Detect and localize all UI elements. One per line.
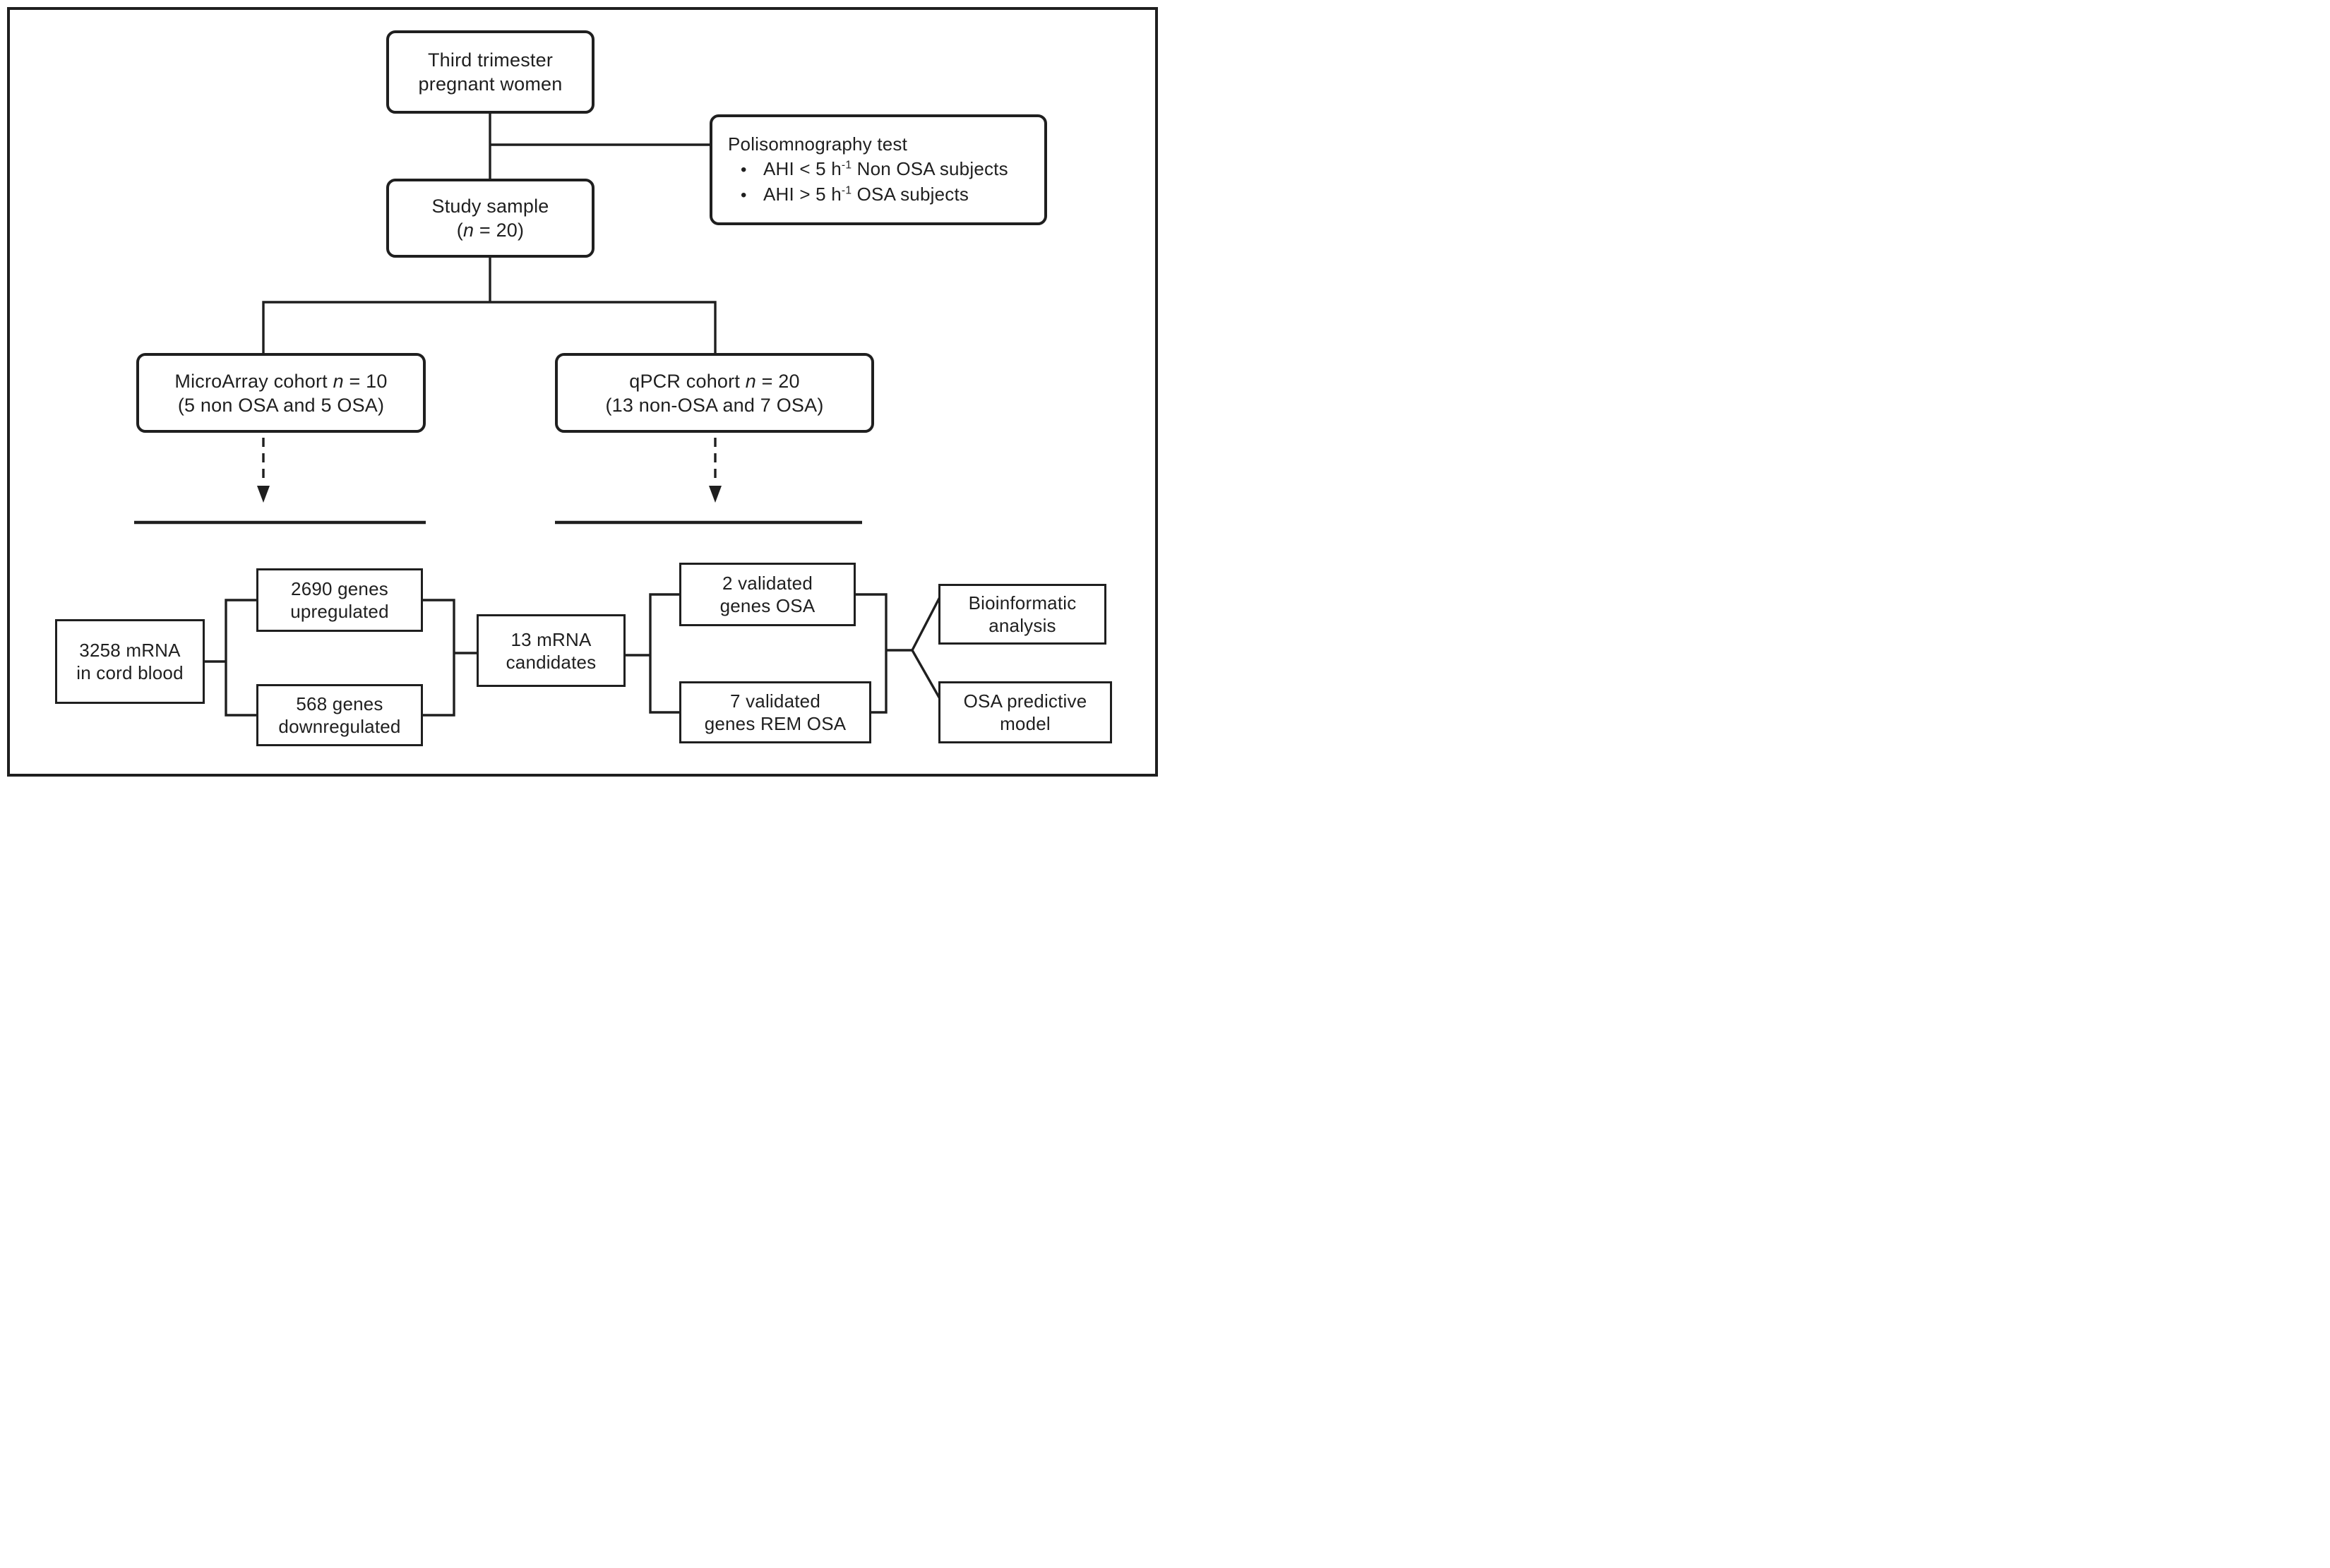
box-mrna-cord-blood: 3258 mRNA in cord blood — [55, 619, 205, 704]
box-text-line: 2690 genes — [291, 578, 388, 599]
box-text-line: Third trimester — [427, 49, 554, 71]
box-third-trimester: Third trimester pregnant women — [386, 30, 595, 114]
text-part: ( — [456, 220, 463, 241]
text-part: MicroArray cohort — [174, 370, 333, 392]
box-text-line: MicroArray cohort n = 10 — [174, 369, 387, 393]
box-text-line: qPCR cohort n = 20 — [629, 369, 800, 393]
bullet-text: AHI < 5 h-1 Non OSA subjects — [763, 157, 1008, 181]
box-text-line: Bioinformatic — [968, 592, 1077, 614]
box-qpcr-cohort: qPCR cohort n = 20 (13 non-OSA and 7 OSA… — [555, 353, 874, 433]
box-validated-genes-rem-osa: 7 validated genes REM OSA — [679, 681, 871, 743]
box-text-line: 568 genes — [296, 693, 383, 714]
bullet-text-post: Non OSA subjects — [852, 158, 1008, 179]
box-osa-predictive-model: OSA predictive model — [938, 681, 1112, 743]
box-microarray-cohort: MicroArray cohort n = 10 (5 non OSA and … — [136, 353, 426, 433]
box-text-line: in cord blood — [76, 662, 184, 683]
box-text-line: (5 non OSA and 5 OSA) — [177, 394, 385, 416]
text-part: = 10 — [343, 370, 388, 392]
arrowhead-right-icon — [709, 486, 722, 503]
psg-bullet-item: • AHI < 5 h-1 Non OSA subjects — [728, 157, 1008, 182]
bullet-icon: • — [741, 186, 747, 205]
arrowhead-left-icon — [257, 486, 270, 503]
box-text-line: 2 validated — [722, 573, 813, 594]
box-text-line: model — [1000, 713, 1051, 734]
box-text-line: upregulated — [290, 601, 389, 622]
connector-layer — [134, 112, 943, 717]
text-part: qPCR cohort — [629, 370, 746, 392]
text-part: = 20) — [474, 220, 525, 241]
connector-merge-validated — [854, 593, 888, 714]
bullet-text-post: OSA subjects — [852, 184, 969, 205]
bullet-text-pre: AHI < 5 h — [763, 158, 842, 179]
box-text-line: genes OSA — [719, 595, 816, 616]
box-text-line: 7 validated — [730, 690, 820, 712]
box-text-line: pregnant women — [418, 73, 563, 95]
box-validated-genes-osa: 2 validated genes OSA — [679, 563, 856, 626]
box-mrna-candidates: 13 mRNA candidates — [477, 614, 626, 687]
box-text-line: genes REM OSA — [704, 713, 847, 734]
psg-bullet-item: • AHI > 5 h-1 OSA subjects — [728, 182, 969, 208]
box-genes-downregulated: 568 genes downregulated — [256, 684, 423, 746]
box-text-line: candidates — [506, 651, 597, 673]
box-text-line: OSA predictive — [963, 690, 1087, 712]
connector-split-validated — [649, 593, 681, 714]
box-genes-upregulated: 2690 genes upregulated — [256, 568, 423, 632]
box-text-line: downregulated — [278, 716, 401, 737]
superscript: -1 — [841, 159, 852, 172]
box-bioinformatic-analysis: Bioinformatic analysis — [938, 584, 1106, 645]
connector-split-updown — [225, 599, 258, 717]
box-text-line: (n = 20) — [457, 218, 524, 242]
text-part: = 20 — [755, 370, 800, 392]
box-text-line: 13 mRNA — [510, 628, 592, 650]
box-study-sample: Study sample (n = 20) — [386, 179, 595, 258]
box-text-line: 3258 mRNA — [79, 640, 181, 661]
italic-n: n — [333, 370, 344, 392]
bullet-text-pre: AHI > 5 h — [763, 184, 842, 205]
psg-title: Polisomnography test — [728, 133, 908, 155]
superscript: -1 — [841, 184, 852, 197]
bullet-text: AHI > 5 h-1 OSA subjects — [763, 182, 969, 207]
connector-fork-down-diagonal — [911, 650, 943, 702]
study-flow-diagram: Third trimester pregnant women Polisomno… — [0, 0, 1165, 784]
connector-merge-updown — [422, 599, 455, 717]
italic-n: n — [462, 220, 474, 241]
bullet-icon: • — [741, 160, 747, 179]
box-polysomnography: Polisomnography test • AHI < 5 h-1 Non O… — [710, 114, 1047, 225]
box-text-line: analysis — [988, 615, 1056, 636]
box-text-line: (13 non-OSA and 7 OSA) — [605, 394, 824, 416]
italic-n: n — [745, 370, 756, 392]
connector-cohort-splitter — [262, 301, 717, 355]
box-text-line: Study sample — [431, 196, 549, 217]
connector-fork-up-diagonal — [911, 594, 943, 651]
